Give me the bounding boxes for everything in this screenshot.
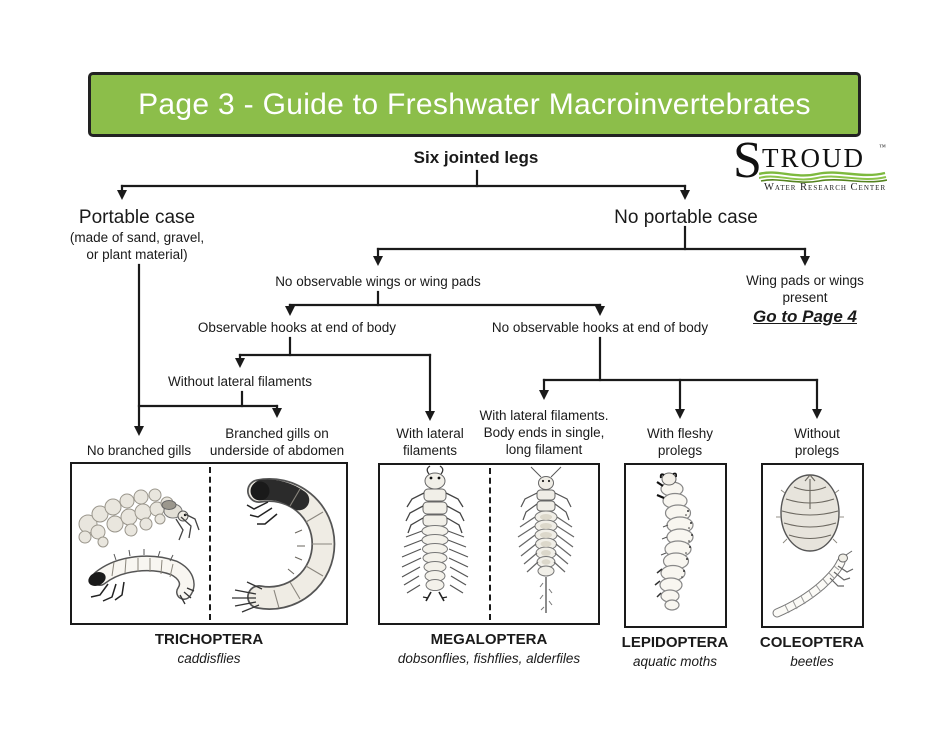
node-with-lateral-single-filament: With lateral filaments. Body ends in sin… <box>479 408 609 457</box>
logo-waves-icon <box>759 171 887 183</box>
coleoptera-caption: COLEOPTERA <box>759 634 865 651</box>
coleoptera-common-name: beetles <box>790 654 834 669</box>
node-with-lateral-filaments: With lateral filaments <box>396 426 464 458</box>
lepidoptera-caption: LEPIDOPTERA <box>621 634 729 651</box>
aquatic-moth-illustration <box>654 472 694 611</box>
lepidoptera-box <box>624 463 727 628</box>
stroud-logo: S TROUD ™ Water Research Center <box>733 135 891 199</box>
trichoptera-box-divider <box>208 467 211 620</box>
node-portable-case-detail: (made of sand, gravel, or plant material… <box>69 230 205 262</box>
logo-trademark: ™ <box>879 143 886 151</box>
node-with-fleshy-prolegs: With fleshy prolegs <box>646 426 714 458</box>
megaloptera-box <box>378 463 600 625</box>
trichoptera-box <box>70 462 348 625</box>
logo-wordmark: TROUD <box>762 143 865 173</box>
lepidoptera-common-name: aquatic moths <box>632 654 718 669</box>
megaloptera-common-name: dobsonflies, fishflies, alderfiles <box>397 651 581 666</box>
caddisfly-illustrations <box>78 478 336 613</box>
node-six-jointed-legs: Six jointed legs <box>413 148 539 167</box>
node-without-prolegs: Without prolegs <box>794 426 840 458</box>
node-no-portable-case: No portable case <box>614 207 758 228</box>
megaloptera-caption: MEGALOPTERA <box>430 631 548 648</box>
node-observable-hooks: Observable hooks at end of body <box>197 320 397 335</box>
node-wing-pads-present: Wing pads or wings present <box>746 273 864 305</box>
node-branched-gills: Branched gills on underside of abdomen <box>209 426 345 458</box>
megaloptera-box-divider <box>488 468 491 620</box>
node-no-observable-hooks: No observable hooks at end of body <box>491 320 709 335</box>
node-no-observable-wings: No observable wings or wing pads <box>275 274 481 289</box>
megaloptera-illustrations <box>401 465 575 613</box>
node-no-branched-gills: No branched gills <box>86 443 192 458</box>
node-without-lateral-filaments: Without lateral filaments <box>167 374 313 389</box>
page-title: Page 3 - Guide to Freshwater Macroinvert… <box>138 87 811 121</box>
trichoptera-common-name: caddisflies <box>177 651 241 666</box>
coleoptera-box <box>761 463 864 628</box>
node-portable-case: Portable case <box>78 207 196 228</box>
beetle-illustrations <box>772 474 854 618</box>
trichoptera-caption: TRICHOPTERA <box>154 631 264 648</box>
logo-subtitle: Water Research Center <box>764 182 887 193</box>
logo-initial: S <box>733 132 762 189</box>
page-title-banner: Page 3 - Guide to Freshwater Macroinvert… <box>88 72 861 137</box>
goto-page-4-link[interactable]: Go to Page 4 <box>753 307 857 326</box>
